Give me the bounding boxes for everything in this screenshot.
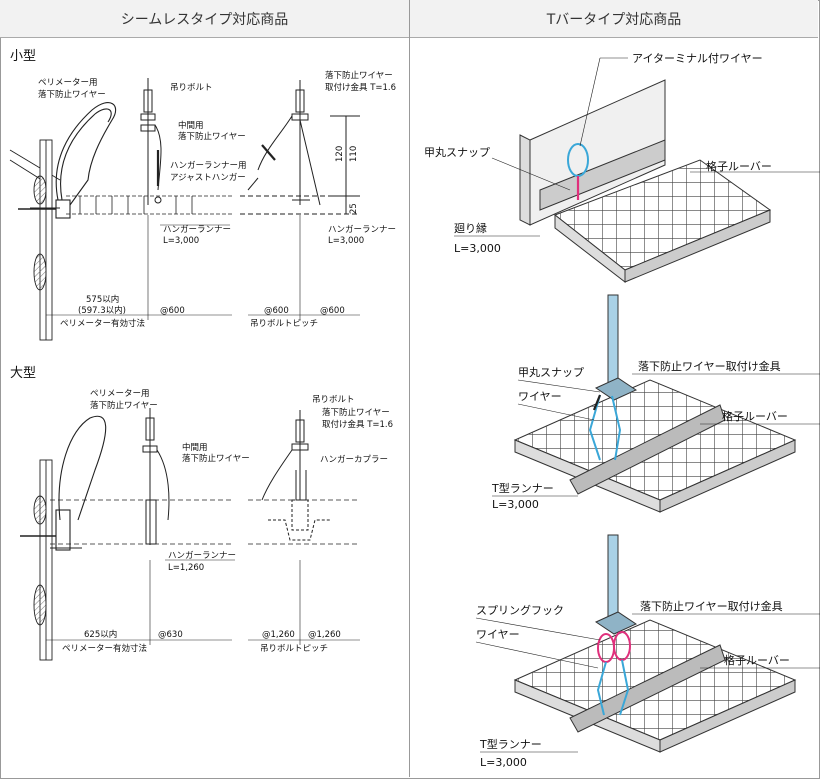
large-runner-l2: L=1,260: [168, 563, 204, 573]
small-bolt-label: 吊りボルト: [170, 83, 213, 93]
tbar3-illustration: [513, 534, 797, 753]
large-ceiling-lines: [50, 499, 360, 545]
small-middle-l2: 落下防止ワイヤー: [178, 131, 246, 142]
small-runner-l1: ハンガーランナー: [163, 224, 231, 235]
small-bracket-l1: 落下防止ワイヤー: [325, 70, 393, 81]
small-perimeter-wire-l1: ペリメーター用: [38, 78, 98, 88]
small-adjust-l1: ハンガーランナー用: [170, 160, 247, 171]
tbar1-snap: 甲丸スナップ: [424, 146, 490, 159]
large-pitch-1260a: @1,260: [262, 630, 295, 640]
tbar2-runner: T型ランナー: [491, 481, 554, 495]
small-runner-r2: L=3,000: [328, 236, 364, 246]
large-bracket-l2: 取付け金具 T=1.6: [322, 419, 393, 430]
tbar1-terminal-wire: アイターミナル付ワイヤー: [632, 52, 763, 65]
large-perimeter-l1: ペリメーター用: [90, 389, 150, 399]
tbar1-edge-len: L=3,000: [454, 242, 501, 255]
large-title: 大型: [10, 366, 36, 381]
small-wall: [9, 139, 61, 341]
large-bracket-l1: 落下防止ワイヤー: [322, 407, 390, 418]
small-eff-label: ペリメーター有効寸法: [60, 318, 145, 329]
small-pitch-600a: @600: [160, 306, 185, 316]
large-middle-l2: 落下防止ワイヤー: [182, 453, 250, 464]
large-eff-dim: 625以内: [84, 629, 117, 640]
large-pitch-630: @630: [158, 630, 183, 640]
large-runner-l1: ハンガーランナー: [168, 550, 236, 561]
tbar2-runner-len: L=3,000: [492, 498, 539, 511]
small-pitch-label: 吊りボルトピッチ: [250, 319, 318, 329]
header-tbar: Tバータイプ対応商品: [410, 0, 818, 38]
tbar3-hook: スプリングフック: [476, 603, 564, 617]
tbar2-bracket: 落下防止ワイヤー取付け金具: [638, 359, 781, 373]
large-coupler: ハンガーカプラー: [320, 454, 388, 465]
small-dim-110: 110: [349, 146, 359, 162]
large-middle-l1: 中間用: [182, 442, 208, 453]
large-perimeter-l2: 落下防止ワイヤー: [90, 400, 158, 411]
small-bracket-l2: 取付け金具 T=1.6: [325, 82, 396, 93]
tbar2-louver: 格子ルーバー: [722, 409, 788, 423]
large-perimeter-wire: [20, 415, 107, 551]
small-dim-25: 25: [349, 203, 359, 214]
tbar3-wire: ワイヤー: [476, 628, 520, 641]
tbar3-runner: T型ランナー: [479, 737, 542, 751]
large-eff-label: ペリメーター有効寸法: [62, 643, 147, 654]
small-runner-l2: L=3,000: [163, 236, 199, 246]
large-wall: [33, 459, 53, 661]
small-hanging-bolt-1: [140, 78, 162, 205]
large-bolt-label: 吊りボルト: [312, 395, 355, 405]
tbar1-edge: 廻り縁: [454, 221, 487, 235]
large-pitch-label: 吊りボルトピッチ: [260, 644, 328, 654]
tbar2-snap: 甲丸スナップ: [518, 366, 584, 379]
large-pitch-1260b: @1,260: [308, 630, 341, 640]
tbar3-louver: 格子ルーバー: [724, 653, 790, 667]
small-perimeter-wire: [18, 102, 117, 219]
small-perimeter-wire-l2: 落下防止ワイヤー: [38, 89, 106, 100]
tbar1-illustration: [519, 79, 772, 284]
large-hanging-bolt-2: [261, 410, 330, 541]
small-eff-l1: 575以内: [86, 294, 119, 305]
small-middle-l1: 中間用: [178, 120, 204, 131]
small-adjust-l2: アジャストハンガー: [170, 172, 246, 183]
small-eff-l2: (597.3以内): [78, 305, 126, 316]
tbar3-bracket: 落下防止ワイヤー取付け金具: [640, 599, 783, 613]
small-dim-120: 120: [335, 146, 345, 162]
small-louver-1: [66, 195, 232, 215]
small-runner-r1: ハンガーランナー: [328, 224, 396, 235]
column-divider: [409, 0, 410, 777]
small-pitch-600c: @600: [320, 306, 345, 316]
tbar2-wire: ワイヤー: [518, 390, 562, 403]
tbar2-illustration: [513, 294, 797, 513]
tbar3-runner-len: L=3,000: [480, 756, 527, 769]
large-hanging-bolt-1: [142, 408, 170, 545]
small-pitch-600b: @600: [264, 306, 289, 316]
small-hanging-bolt-2: [240, 80, 360, 215]
header-seamless: シームレスタイプ対応商品: [0, 0, 409, 38]
tbar1-louver: 格子ルーバー: [706, 159, 772, 173]
small-title: 小型: [10, 49, 36, 64]
